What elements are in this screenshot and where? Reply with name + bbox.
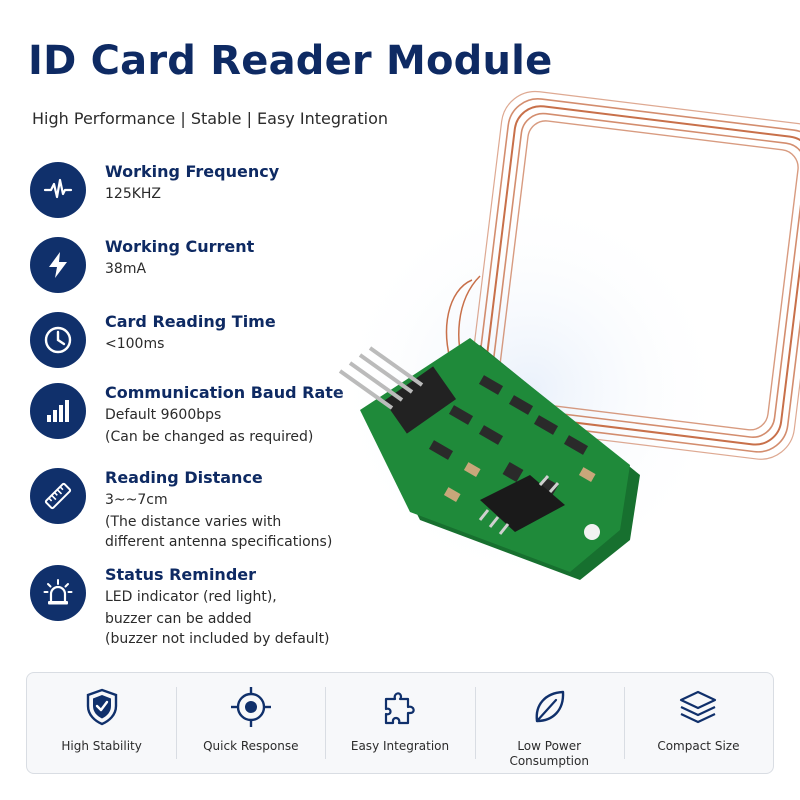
- spec-note: (The distance varies with different ante…: [105, 512, 332, 552]
- features-bar: High Stability Quick Response Easy Integ…: [26, 672, 774, 774]
- feature-label: Quick Response: [203, 739, 299, 753]
- spec-value: 3~~7cm: [105, 492, 168, 508]
- layers-icon: [680, 690, 717, 724]
- rfid-module-illustration: [330, 90, 800, 590]
- feature-high-stability: High Stability: [27, 673, 176, 773]
- feature-label: High Stability: [61, 739, 142, 753]
- crosshair-icon: [230, 687, 271, 727]
- spec-note-line: (buzzer not included by default): [105, 631, 330, 647]
- alarm-light-icon: [30, 565, 86, 621]
- spec-value: 125KHZ: [105, 186, 162, 202]
- feature-easy-integration: Easy Integration: [325, 673, 474, 773]
- puzzle-icon: [384, 692, 415, 725]
- spec-label: Working Current: [105, 237, 255, 256]
- header-pins: [338, 346, 457, 434]
- feature-label-line: Consumption: [509, 754, 589, 768]
- ruler-icon: [30, 468, 86, 524]
- spec-value: Default 9600bps: [105, 407, 222, 423]
- spec-note: (Can be changed as required): [105, 429, 314, 445]
- lightning-icon: [30, 237, 86, 293]
- page-subtitle: High Performance | Stable | Easy Integra…: [32, 109, 389, 128]
- feature-label: Low Power Consumption: [489, 739, 609, 769]
- spec-value: <100ms: [105, 336, 165, 352]
- waveform-icon: [30, 162, 86, 218]
- feature-label-line: Low Power: [517, 739, 582, 753]
- spec-label: Reading Distance: [105, 468, 263, 487]
- feature-label: Compact Size: [657, 739, 740, 753]
- leaf-icon: [535, 690, 565, 723]
- spec-label: Working Frequency: [105, 162, 280, 181]
- feature-low-power: Low Power Consumption: [474, 673, 624, 773]
- clock-icon: [30, 312, 86, 368]
- feature-label: Easy Integration: [350, 739, 450, 753]
- signal-bars-icon: [30, 383, 86, 439]
- spec-note-line: different antenna specifications): [105, 534, 333, 550]
- spec-value: 38mA: [105, 261, 147, 277]
- ic-chip: [478, 475, 565, 535]
- page-title: ID Card Reader Module: [28, 38, 553, 84]
- pcb-board: [338, 338, 640, 580]
- spec-label: Communication Baud Rate: [105, 383, 344, 402]
- shield-check-icon: [86, 688, 117, 726]
- spec-note: buzzer can be added (buzzer not included…: [105, 609, 330, 649]
- spec-note-line: buzzer can be added: [105, 611, 252, 627]
- spec-label: Card Reading Time: [105, 312, 276, 331]
- feature-quick-response: Quick Response: [176, 673, 325, 773]
- spec-label: Status Reminder: [105, 565, 257, 584]
- spec-value: LED indicator (red light),: [105, 589, 277, 605]
- spec-note-line: (The distance varies with: [105, 514, 282, 530]
- feature-compact-size: Compact Size: [623, 673, 773, 773]
- antenna-coil: [445, 90, 800, 460]
